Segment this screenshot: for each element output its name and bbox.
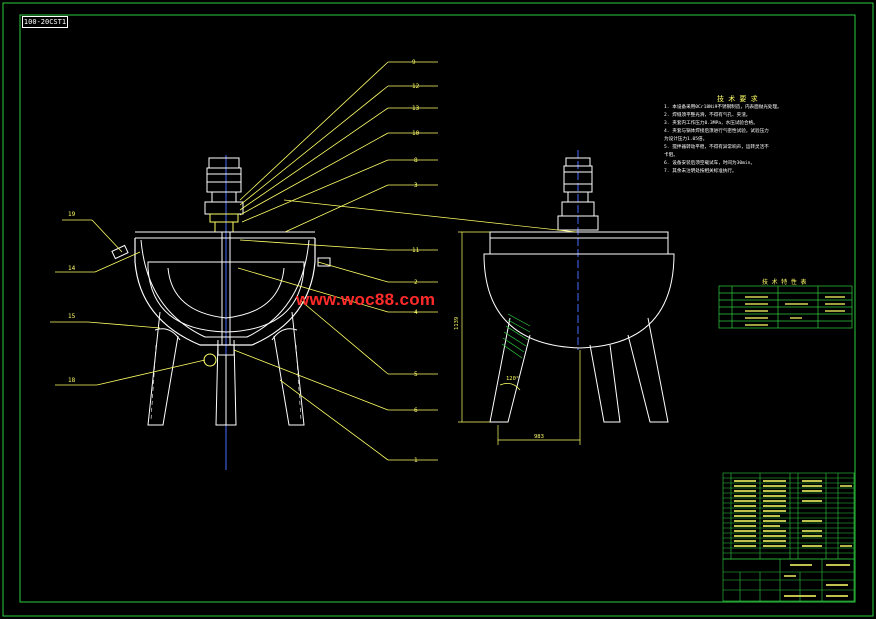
balloon: 5 — [414, 371, 418, 378]
note-line: 1. 本设备采用0Cr18Ni9不锈钢制造，内表面抛光处理。 — [664, 105, 782, 110]
note-line: 5. 搅拌器转动平稳，不得有异常响声，运转灵活不 — [664, 145, 769, 150]
balloon: 12 — [412, 83, 420, 90]
balloon: 14 — [68, 265, 76, 272]
title-block — [722, 558, 855, 602]
balloon: 3 — [414, 182, 418, 189]
note-line: 6. 设备安装后须空载试车，时间为30min。 — [664, 161, 756, 166]
tech-requirements-notes: 1. 本设备采用0Cr18Ni9不锈钢制造，内表面抛光处理。 2. 焊缝须平整光… — [664, 104, 844, 176]
dimension-lines — [283, 199, 581, 445]
balloon: 8 — [414, 157, 418, 164]
balloon-group-left: 19 14 15 18 — [68, 211, 76, 384]
tech-table — [718, 285, 853, 329]
balloon-group-right: 9 12 13 10 8 3 11 2 4 5 6 1 — [412, 59, 420, 464]
balloon: 19 — [68, 211, 76, 218]
balloon: 2 — [414, 279, 418, 286]
parts-list-entries — [734, 480, 852, 547]
tech-table-entries — [745, 296, 845, 326]
balloon: 15 — [68, 313, 76, 320]
front-section-view — [111, 155, 331, 470]
side-view — [483, 150, 675, 423]
balloon: 4 — [414, 309, 418, 316]
dimension-texts: 1139 120° 983 — [454, 317, 544, 440]
tech-requirements-title: 技 术 要 求 — [717, 95, 758, 103]
balloon: 10 — [412, 130, 420, 137]
dim-base: 983 — [534, 434, 544, 440]
balloon: 1 — [414, 457, 418, 464]
dim-angle: 120° — [506, 376, 519, 382]
balloon: 18 — [68, 377, 76, 384]
balloon: 11 — [412, 247, 420, 254]
balloon: 13 — [412, 105, 420, 112]
leader-lines — [50, 61, 438, 461]
note-line: 3. 夹套内工作压力0.3MPa，水压试验合格。 — [664, 121, 758, 126]
balloon: 6 — [414, 407, 418, 414]
dim-height: 1139 — [454, 317, 460, 330]
note-line: 为设计压力1.05倍。 — [664, 137, 708, 142]
watermark: www.woc88.com — [296, 290, 436, 309]
inner-border — [19, 14, 856, 603]
drawing-number-stamp: 100-20CST1 — [22, 16, 68, 28]
note-line: 2. 焊缝须平整光滑，不得有气孔、夹渣。 — [664, 113, 751, 118]
note-line: 4. 夹套与锅体焊接后须进行气密性试验，试验压力 — [664, 129, 769, 134]
balloon: 9 — [412, 59, 416, 66]
tech-table-title: 技 术 特 性 表 — [762, 279, 807, 286]
note-line: 卡阻。 — [664, 153, 678, 158]
note-line: 7. 其余未注明处按相关标准执行。 — [664, 169, 737, 174]
title-block-entries — [784, 564, 850, 597]
weld-hatch — [501, 313, 531, 359]
